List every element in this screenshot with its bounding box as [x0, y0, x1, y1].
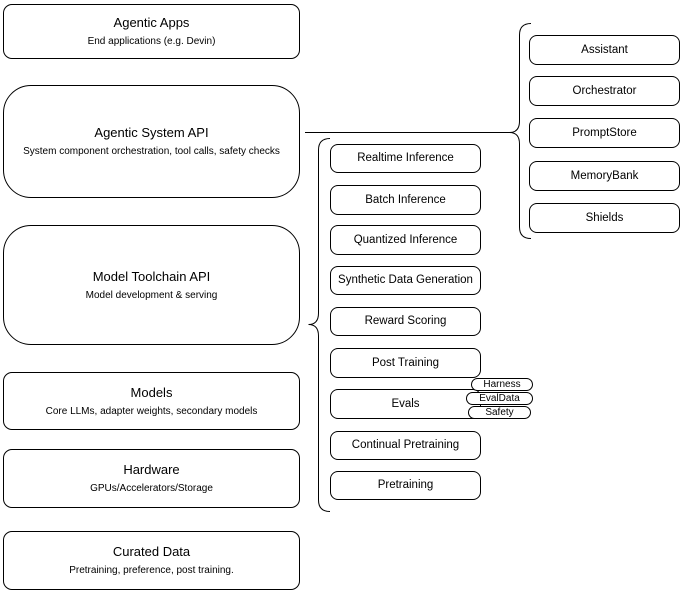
node-curated-data: Curated Data Pretraining, preference, po…	[3, 531, 300, 590]
tag-evaldata: EvalData	[466, 392, 533, 405]
node-shields: Shields	[529, 203, 680, 233]
node-continual-pretraining: Continual Pretraining	[330, 431, 481, 460]
node-title: Hardware	[123, 462, 180, 477]
node-models: Models Core LLMs, adapter weights, secon…	[3, 372, 300, 430]
node-subtitle: End applications (e.g. Devin)	[87, 36, 216, 47]
node-quantized-inference: Quantized Inference	[330, 225, 481, 255]
node-batch-inference: Batch Inference	[330, 185, 481, 215]
node-subtitle: GPUs/Accelerators/Storage	[90, 483, 213, 494]
node-title: Models	[130, 384, 173, 400]
node-evals: Evals	[330, 389, 481, 419]
node-subtitle: Pretraining, preference, post training.	[69, 565, 234, 576]
node-orchestrator: Orchestrator	[529, 76, 680, 106]
node-promptstore: PromptStore	[529, 118, 680, 148]
node-subtitle: Model development & serving	[85, 289, 218, 301]
node-agentic-apps: Agentic Apps End applications (e.g. Devi…	[3, 4, 300, 59]
tag-safety: Safety	[468, 406, 531, 419]
node-memorybank: MemoryBank	[529, 161, 680, 191]
node-pretraining: Pretraining	[330, 471, 481, 500]
bracket-model-toolchain-services	[308, 138, 331, 512]
node-realtime-inference: Realtime Inference	[330, 144, 481, 173]
node-reward-scoring: Reward Scoring	[330, 307, 481, 336]
node-title: Model Toolchain API	[92, 268, 211, 284]
node-subtitle: Core LLMs, adapter weights, secondary mo…	[45, 405, 258, 417]
node-post-training: Post Training	[330, 348, 481, 378]
node-title: Agentic Apps	[113, 15, 190, 30]
node-hardware: Hardware GPUs/Accelerators/Storage	[3, 449, 300, 508]
tag-harness: Harness	[471, 378, 533, 391]
node-model-toolchain-api: Model Toolchain API Model development & …	[3, 225, 300, 345]
node-agentic-system-api: Agentic System API System component orch…	[3, 85, 300, 198]
node-title: Agentic System API	[94, 125, 209, 140]
node-title: Curated Data	[112, 544, 191, 559]
node-synthetic-data-generation: Synthetic Data Generation	[330, 266, 481, 295]
bracket-agentic-system-components	[509, 23, 532, 239]
node-assistant: Assistant	[529, 35, 680, 65]
node-subtitle: System component orchestration, tool cal…	[23, 146, 280, 157]
